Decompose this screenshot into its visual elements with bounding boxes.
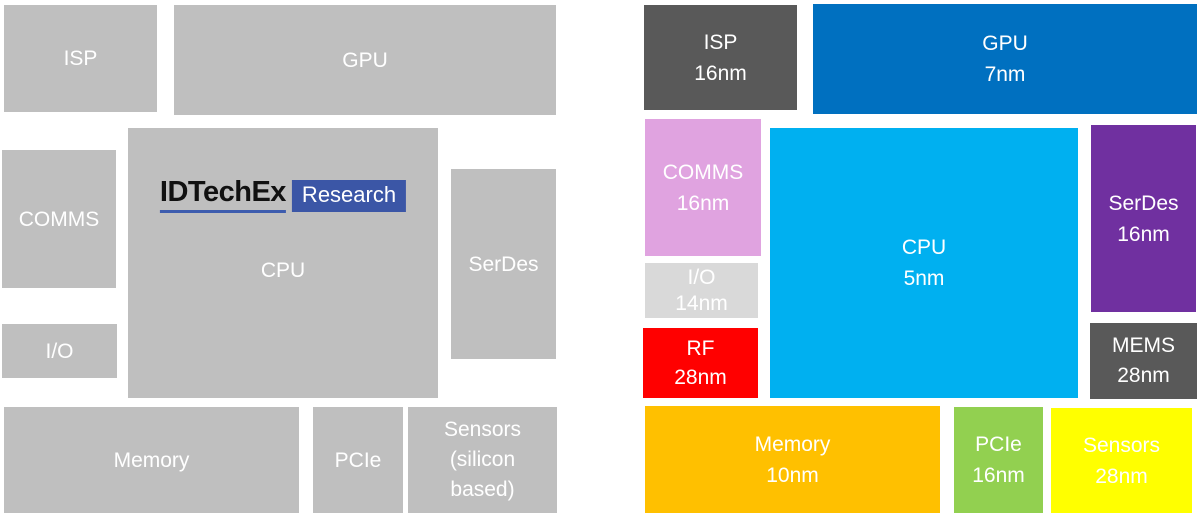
block-gpu-monolithic: GPU bbox=[174, 5, 556, 115]
block-label: Sensors bbox=[1082, 433, 1161, 457]
block-mems-chiplet: MEMS 28nm bbox=[1090, 323, 1197, 399]
idtechex-research-logo: IDTechEx Research bbox=[159, 176, 407, 213]
block-label: PCIe bbox=[975, 433, 1022, 456]
block-isp-chiplet: ISP 16nm bbox=[644, 5, 797, 110]
block-label: Sensors (silicon based) bbox=[443, 418, 522, 501]
block-label: COMMS bbox=[18, 207, 100, 231]
block-label: ISP bbox=[703, 30, 738, 54]
block-label: PCIe bbox=[334, 448, 382, 472]
block-cpu-chiplet: CPU 5nm bbox=[770, 128, 1078, 398]
block-label: I/O bbox=[687, 265, 716, 289]
block-node-label: 14nm bbox=[675, 291, 728, 315]
block-label: GPU bbox=[982, 32, 1028, 55]
block-label: CPU bbox=[260, 259, 306, 282]
block-serdes-monolithic: SerDes bbox=[451, 169, 556, 359]
block-label: SerDes bbox=[468, 252, 539, 276]
block-gpu-chiplet: GPU 7nm bbox=[813, 4, 1197, 114]
research-badge: Research bbox=[291, 179, 407, 212]
idtechex-wordmark: IDTechEx bbox=[159, 176, 287, 208]
logo-underline bbox=[159, 210, 286, 213]
block-cpu-monolithic: IDTechEx Research CPU bbox=[128, 128, 438, 398]
block-serdes-chiplet: SerDes 16nm bbox=[1091, 125, 1196, 312]
block-isp-monolithic: ISP bbox=[4, 5, 157, 112]
block-label: I/O bbox=[45, 339, 74, 363]
block-sensors-chiplet: Sensors 28nm bbox=[1051, 408, 1192, 513]
block-label: GPU bbox=[342, 48, 388, 72]
block-pcie-monolithic: PCIe bbox=[313, 407, 403, 513]
block-node-label: 28nm bbox=[1117, 364, 1170, 387]
block-node-label: 7nm bbox=[984, 63, 1026, 86]
block-sensors-monolithic: Sensors (silicon based) bbox=[408, 407, 557, 513]
block-label: SerDes bbox=[1108, 191, 1179, 215]
block-rf-chiplet: RF 28nm bbox=[643, 328, 758, 398]
block-label: CPU bbox=[901, 236, 947, 259]
block-label: ISP bbox=[63, 47, 98, 70]
block-node-label: 28nm bbox=[1095, 464, 1148, 488]
block-io-chiplet: I/O 14nm bbox=[645, 263, 758, 318]
block-node-label: 16nm bbox=[972, 464, 1025, 487]
block-comms-chiplet: COMMS 16nm bbox=[645, 119, 761, 256]
idtechex-wordmark-group: IDTechEx bbox=[159, 176, 287, 213]
block-node-label: 10nm bbox=[766, 463, 819, 487]
block-node-label: 28nm bbox=[674, 366, 727, 389]
block-label: Memory bbox=[754, 432, 831, 456]
block-node-label: 5nm bbox=[903, 267, 945, 290]
block-node-label: 16nm bbox=[694, 61, 747, 85]
block-pcie-chiplet: PCIe 16nm bbox=[954, 407, 1043, 513]
block-comms-monolithic: COMMS bbox=[2, 150, 116, 288]
block-label: MEMS bbox=[1112, 334, 1175, 357]
block-node-label: 16nm bbox=[676, 191, 730, 215]
block-io-monolithic: I/O bbox=[2, 324, 117, 378]
block-node-label: 16nm bbox=[1117, 222, 1170, 246]
block-label: RF bbox=[686, 337, 715, 360]
block-memory-chiplet: Memory 10nm bbox=[645, 406, 940, 513]
block-label: Memory bbox=[113, 448, 190, 472]
block-label: COMMS bbox=[662, 160, 744, 184]
block-memory-monolithic: Memory bbox=[4, 407, 299, 513]
